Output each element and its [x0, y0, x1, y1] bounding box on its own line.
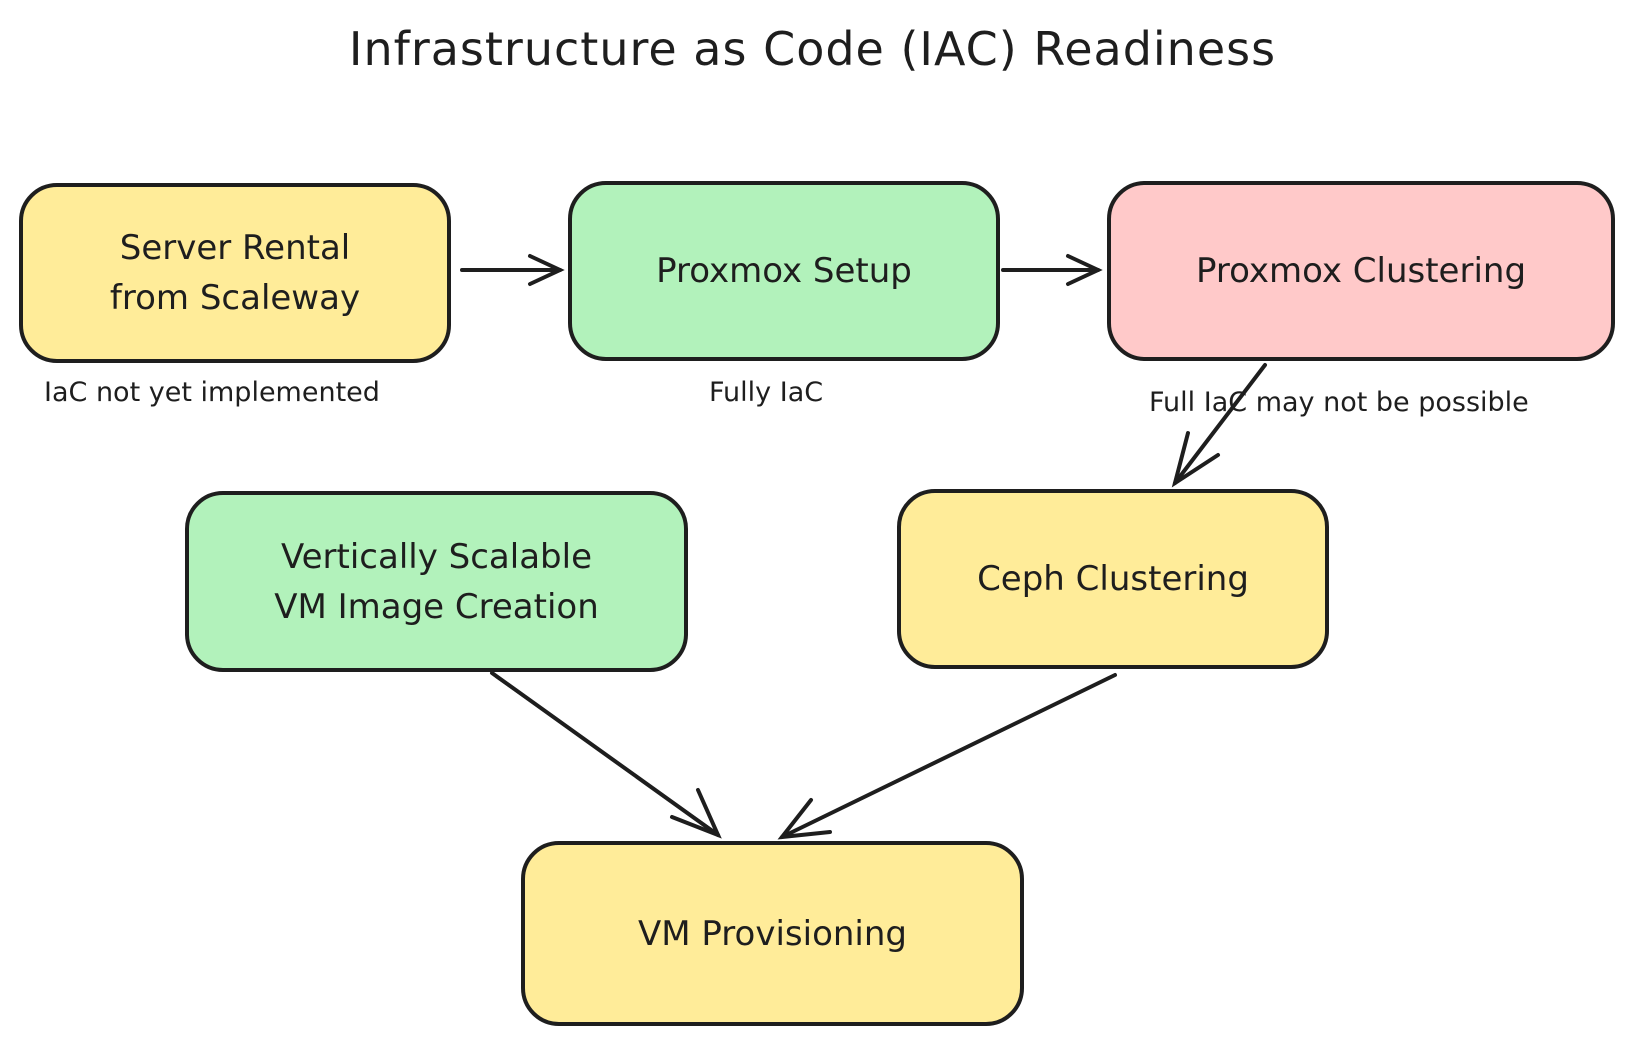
node-server-rental-label: Server Rental from Scaleway: [109, 228, 361, 318]
edge-vm-image-creation-to-vm-provisioning: [490, 671, 722, 839]
edge-proxmox-clustering-to-ceph-clustering: [1171, 363, 1267, 488]
node-vm-image-creation[interactable]: Vertically Scalable VM Image Creation: [185, 491, 688, 672]
note-proxmox-setup: Fully IaC: [709, 377, 824, 408]
diagram-title: Infrastructure as Code (IAC) Readiness: [348, 22, 1277, 76]
node-server-rental[interactable]: Server Rental from Scaleway: [19, 183, 451, 363]
node-proxmox-clustering[interactable]: Proxmox Clustering: [1107, 181, 1615, 361]
node-vm-image-creation-label: Vertically Scalable VM Image Creation: [274, 536, 599, 627]
node-ceph-clustering[interactable]: Ceph Clustering: [897, 489, 1329, 669]
edge-proxmox-setup-to-proxmox-clustering: [1001, 254, 1103, 286]
edge-ceph-clustering-to-vm-provisioning: [777, 673, 1117, 840]
node-ceph-clustering-label: Ceph Clustering: [977, 559, 1249, 599]
node-proxmox-clustering-label: Proxmox Clustering: [1195, 251, 1527, 291]
edge-server-rental-to-proxmox-setup: [460, 254, 565, 286]
node-proxmox-setup[interactable]: Proxmox Setup: [568, 181, 1000, 361]
node-proxmox-setup-label: Proxmox Setup: [656, 251, 912, 291]
node-vm-provisioning[interactable]: VM Provisioning: [521, 841, 1024, 1026]
note-proxmox-clustering: Full IaC may not be possible: [1149, 387, 1529, 418]
node-vm-provisioning-label: VM Provisioning: [638, 913, 907, 954]
note-server-rental: IaC not yet implemented: [44, 377, 380, 408]
